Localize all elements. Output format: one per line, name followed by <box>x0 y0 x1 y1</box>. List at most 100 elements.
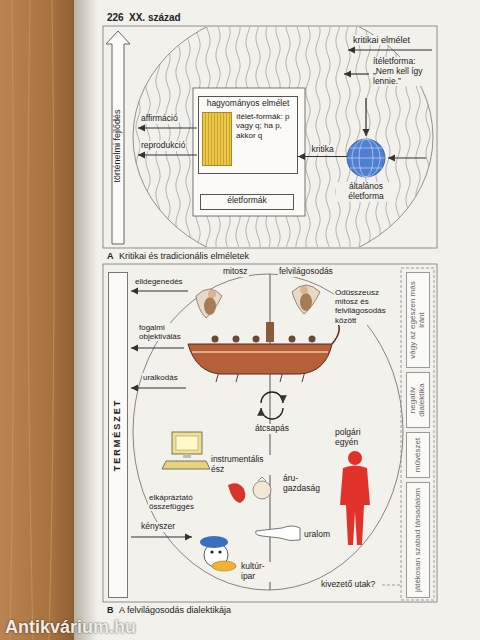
panel-a-arrows <box>365 98 366 136</box>
exit-box: vágy az egészen más iránt <box>406 272 430 368</box>
siren-illustration <box>292 285 320 314</box>
cosmos-ellipse <box>133 274 403 590</box>
panel-frame <box>103 264 437 602</box>
caption-letter: A <box>106 251 115 261</box>
panel-a-arrows <box>344 73 369 74</box>
page-ground <box>74 0 98 640</box>
hatched-block <box>202 112 232 166</box>
commodity-icons <box>253 481 271 499</box>
siren-illustration <box>300 293 312 311</box>
globe-icon <box>336 136 396 180</box>
text-label: elidegenedés <box>134 277 184 286</box>
text-label: Odüsszeusz mitosz és felvilágosodás közö… <box>334 288 400 325</box>
computer-icon <box>183 454 191 458</box>
theory-box: hagyományos elmélet ítélet-formák: p vagy… <box>198 96 298 174</box>
wave-line <box>166 27 170 247</box>
node-text: vágy az egészen más iránt <box>409 276 427 364</box>
ship-illustration <box>309 336 316 343</box>
panel-b-arrows <box>131 536 192 537</box>
page-header: XX. század <box>128 12 182 24</box>
commodity-icons <box>228 477 271 503</box>
connector-group <box>298 156 347 157</box>
ship-illustration <box>188 320 339 382</box>
reversal-arrows <box>261 408 283 419</box>
panel-a-arrows <box>138 154 197 155</box>
page-ground <box>10 0 54 640</box>
caption-letter: B <box>106 605 115 615</box>
duck-figure <box>212 561 236 571</box>
text-label: affirmáció <box>140 114 179 124</box>
theory-frame <box>193 88 305 216</box>
siren-illustration <box>300 286 308 294</box>
exit-box: játékosan szabad társadalom <box>406 482 430 598</box>
panel-b-arrows <box>131 387 186 388</box>
commodity-icons <box>228 483 245 503</box>
text-label: kultúr-ipar <box>240 562 276 582</box>
wave-line <box>156 27 160 247</box>
text-label: elkápráztató összefüggés <box>148 493 212 511</box>
node-text: általános életforma <box>336 182 396 202</box>
text-label: ítéletforma: „Nem kell így lennie.” <box>372 57 434 86</box>
wave-field <box>133 27 433 247</box>
globe-grid <box>350 168 382 169</box>
commodity-icons <box>258 477 266 481</box>
text-label: kritikai elmélet <box>352 35 411 45</box>
history-arrow: történelmi fejlődés <box>106 30 130 245</box>
exit-frame <box>382 585 401 586</box>
globe-icon <box>347 139 385 177</box>
panel-b-arrows <box>131 290 188 291</box>
computer-icon <box>172 432 202 454</box>
text-label: uralkodás <box>142 373 179 382</box>
duck-figure <box>200 536 228 548</box>
text-label: polgári egyén <box>334 428 378 448</box>
ship-illustration <box>253 336 260 343</box>
wave-field <box>133 27 433 247</box>
page-number: 226 <box>106 12 125 24</box>
duck-figure <box>210 550 213 553</box>
exit-box: negatív dialektika <box>406 372 430 428</box>
caption-text: A felvilágosodás dialektikája <box>118 605 232 615</box>
text-label: mitosz <box>222 267 249 277</box>
wave-line <box>306 27 310 247</box>
text-label: reprodukció <box>140 141 186 151</box>
wave-line <box>316 27 320 247</box>
reversal-arrows <box>261 392 283 419</box>
box-row: ítélet-formák: p vagy q; ha p, akkor q <box>202 112 294 166</box>
panel-a-arrows <box>388 157 426 158</box>
text-label: fogalmi objektiválás <box>138 323 200 341</box>
wave-line <box>366 27 370 247</box>
siren-illustration <box>204 297 216 315</box>
theory-frame <box>193 88 305 216</box>
text-holder: történelmi fejlődés <box>106 46 130 245</box>
lifeform-box: életformák <box>200 194 294 210</box>
reversal-arrows <box>261 392 283 403</box>
siren-illustration <box>208 290 216 298</box>
node-text: művészet <box>414 436 423 474</box>
computer-icon <box>162 461 210 469</box>
text-label: átcsapás <box>254 424 290 434</box>
ship-illustration <box>192 351 328 353</box>
connector-arrow <box>298 156 347 157</box>
wave-line <box>346 27 350 247</box>
computer-icon <box>176 436 198 450</box>
nature-band: TERMÉSZET <box>108 272 128 598</box>
ship-illustration <box>188 344 332 374</box>
exit-box: művészet <box>406 432 430 478</box>
caption-text: Kritikai és tradicionális elméletek <box>118 251 250 261</box>
watermark: Antikvárium.hu <box>4 617 137 638</box>
wave-line <box>136 27 140 247</box>
edge-label: kritika <box>311 145 335 155</box>
panel-b-arrows <box>131 347 184 348</box>
panel-a-arrows <box>348 49 432 50</box>
globe-grid <box>347 158 385 159</box>
wave-line <box>186 27 190 247</box>
wave-line <box>356 27 360 247</box>
siren-illustration <box>196 285 320 318</box>
text-label: kivezető utak? <box>320 580 376 590</box>
ship-illustration <box>233 336 240 343</box>
ship-illustration <box>212 336 219 343</box>
globe-node: általános életforma <box>336 136 396 204</box>
box-heading: hagyományos elmélet <box>202 99 294 109</box>
